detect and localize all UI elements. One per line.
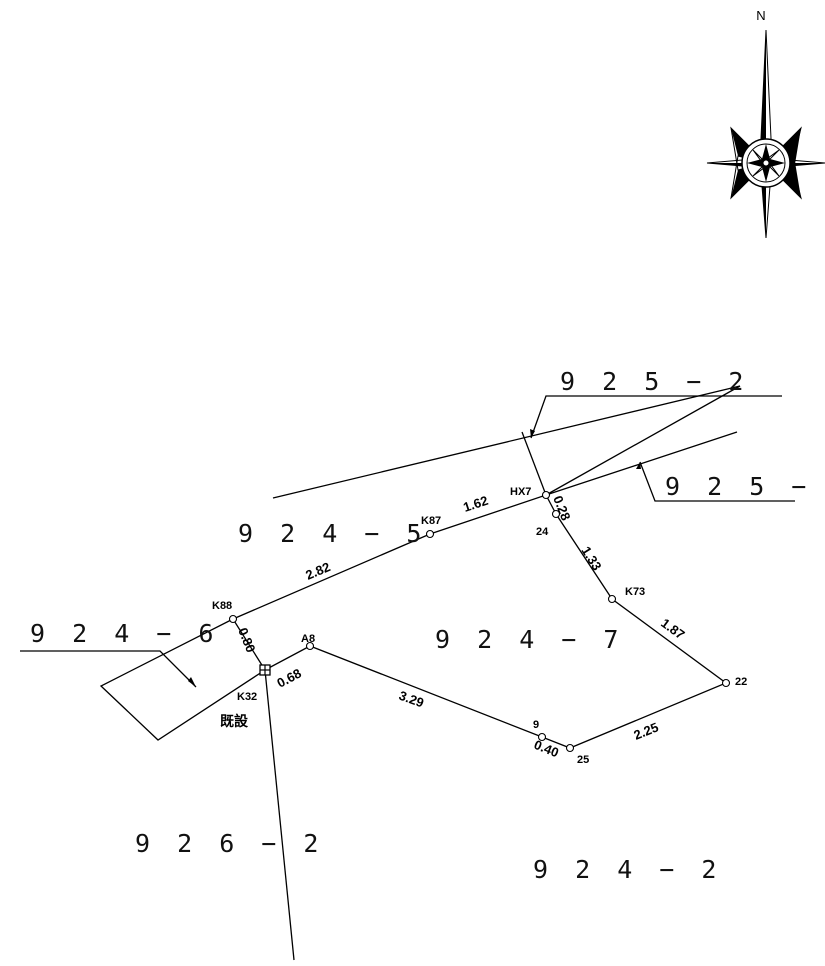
point-22 xyxy=(721,678,731,688)
point-24 xyxy=(551,509,561,519)
distance-k87-hx7: 1.62 xyxy=(461,493,490,515)
point-hx7 xyxy=(541,490,551,500)
label-k32: K32 xyxy=(237,691,257,703)
parcel-924-7: 9 2 4 − 7 xyxy=(435,625,624,654)
label-22: 22 xyxy=(735,676,747,688)
label-9: 9 xyxy=(533,719,539,731)
label-k73: K73 xyxy=(625,586,645,598)
point-labels: HX7 K87 24 K73 K88 A8 K32 22 9 25 xyxy=(212,486,747,766)
parcel-925-2: 9 2 5 − 2 xyxy=(560,367,749,396)
compass-rose-icon: N xyxy=(706,8,825,239)
point-k88 xyxy=(228,614,238,624)
distance-k88-k32: 0.80 xyxy=(235,626,258,655)
parcel-924-6: 9 2 4 − 6 xyxy=(30,619,219,648)
distance-k88-k87: 2.82 xyxy=(303,559,332,583)
label-a8: A8 xyxy=(301,633,315,645)
point-k32-marker xyxy=(259,664,271,676)
point-k87 xyxy=(425,529,435,539)
distance-24-k73: 1.33 xyxy=(578,544,604,573)
distance-9-a8: 3.29 xyxy=(397,688,426,711)
point-9 xyxy=(537,732,547,742)
leader-lines xyxy=(20,395,795,688)
boundary-lines xyxy=(99,385,741,961)
parcel-926-2: 9 2 6 − 2 xyxy=(135,829,324,858)
distance-hx7-24: 0.28 xyxy=(550,494,573,523)
distance-22-25: 2.25 xyxy=(632,719,661,742)
distance-a8-k32: 0.68 xyxy=(274,666,303,691)
parcel-labels: 9 2 5 − 2 9 2 5 − 3 9 2 4 − 5 9 2 4 − 6 … xyxy=(30,367,825,884)
parcel-925-3: 9 2 5 − 3 xyxy=(665,472,825,501)
survey-points xyxy=(228,490,731,753)
label-25: 25 xyxy=(577,754,589,766)
point-25 xyxy=(565,743,575,753)
label-k88: K88 xyxy=(212,600,232,612)
distance-25-9: 0.40 xyxy=(532,737,561,760)
point-k73 xyxy=(607,594,617,604)
label-k87: K87 xyxy=(421,515,441,527)
parcel-924-2: 9 2 4 − 2 xyxy=(533,855,722,884)
north-label: N xyxy=(756,8,765,23)
parcel-924-5: 9 2 4 − 5 xyxy=(238,519,427,548)
label-24: 24 xyxy=(536,526,549,538)
label-hx7: HX7 xyxy=(510,486,531,498)
point-a8 xyxy=(305,641,315,651)
existing-facility-label: 既設 xyxy=(220,713,249,730)
distance-k73-22: 1.87 xyxy=(658,615,687,642)
